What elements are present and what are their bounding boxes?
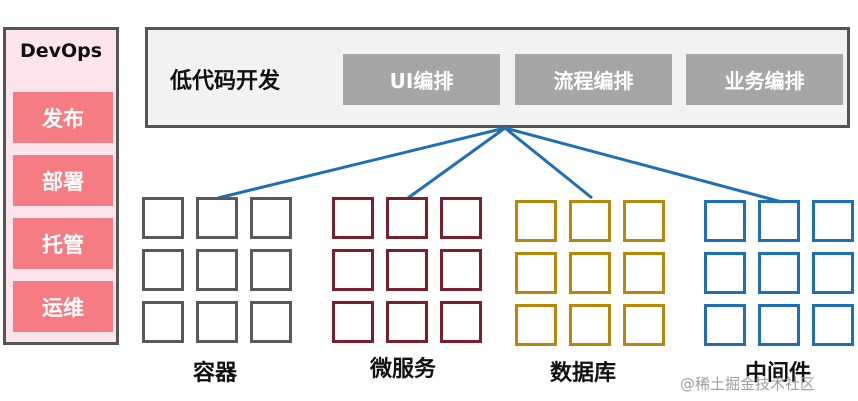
grid-cell bbox=[758, 200, 800, 242]
grid-cell bbox=[440, 249, 482, 291]
lowcode-title: 低代码开发 bbox=[170, 69, 281, 94]
grid-cell bbox=[250, 249, 292, 291]
connector-to-middleware bbox=[504, 126, 783, 204]
grid-cell bbox=[569, 252, 611, 294]
grid-cell bbox=[142, 301, 184, 343]
watermark: @稀土掘金技术社区 bbox=[680, 375, 816, 393]
label-database: 数据库 bbox=[550, 361, 617, 386]
devops-item-deploy: 部署 bbox=[13, 155, 113, 206]
grid-cell bbox=[758, 252, 800, 294]
label-container: 容器 bbox=[193, 361, 238, 386]
grid-cell bbox=[196, 249, 238, 291]
grid-cell bbox=[386, 197, 428, 239]
grid-cell bbox=[196, 301, 238, 343]
lowcode-panel: 低代码开发 UI编排 流程编排 业务编排 bbox=[145, 27, 850, 128]
connector-to-container bbox=[217, 126, 506, 200]
grid-cell bbox=[623, 252, 665, 294]
connector-to-database bbox=[504, 126, 593, 200]
grid-cell bbox=[440, 301, 482, 343]
grid-cell bbox=[812, 304, 854, 346]
label-microservice: 微服务 bbox=[370, 357, 437, 382]
grid-cell bbox=[142, 197, 184, 239]
label-middleware: 中间件 bbox=[745, 361, 812, 386]
grid-cell bbox=[332, 249, 374, 291]
grid-cell bbox=[515, 304, 557, 346]
grid-cell bbox=[196, 197, 238, 239]
grid-cell bbox=[250, 197, 292, 239]
grid-cell bbox=[812, 252, 854, 294]
grid-cell bbox=[440, 197, 482, 239]
grid-cell bbox=[704, 304, 746, 346]
grid-cell bbox=[250, 301, 292, 343]
ui-orchestration-box: UI编排 bbox=[343, 54, 500, 105]
devops-panel: DevOps 发布 部署 托管 运维 bbox=[3, 27, 119, 345]
grid-cell bbox=[332, 301, 374, 343]
grid-cell bbox=[386, 249, 428, 291]
devops-title: DevOps bbox=[19, 40, 103, 62]
grid-cell bbox=[704, 252, 746, 294]
grid-cell bbox=[515, 252, 557, 294]
grid-cell bbox=[386, 301, 428, 343]
flow-orchestration-box: 流程编排 bbox=[515, 54, 672, 105]
devops-item-operations: 运维 bbox=[13, 281, 113, 332]
grid-cell bbox=[332, 197, 374, 239]
grid-cell bbox=[515, 200, 557, 242]
grid-cell bbox=[812, 200, 854, 242]
grid-cell bbox=[758, 304, 800, 346]
devops-item-release: 发布 bbox=[13, 92, 113, 143]
grid-cell bbox=[142, 249, 184, 291]
grid-cell bbox=[623, 304, 665, 346]
business-orchestration-box: 业务编排 bbox=[686, 54, 843, 105]
grid-cell bbox=[623, 200, 665, 242]
grid-cell bbox=[569, 200, 611, 242]
grid-cell bbox=[704, 200, 746, 242]
devops-item-hosting: 托管 bbox=[13, 218, 113, 269]
grid-cell bbox=[569, 304, 611, 346]
connector-to-microservice bbox=[407, 126, 506, 200]
